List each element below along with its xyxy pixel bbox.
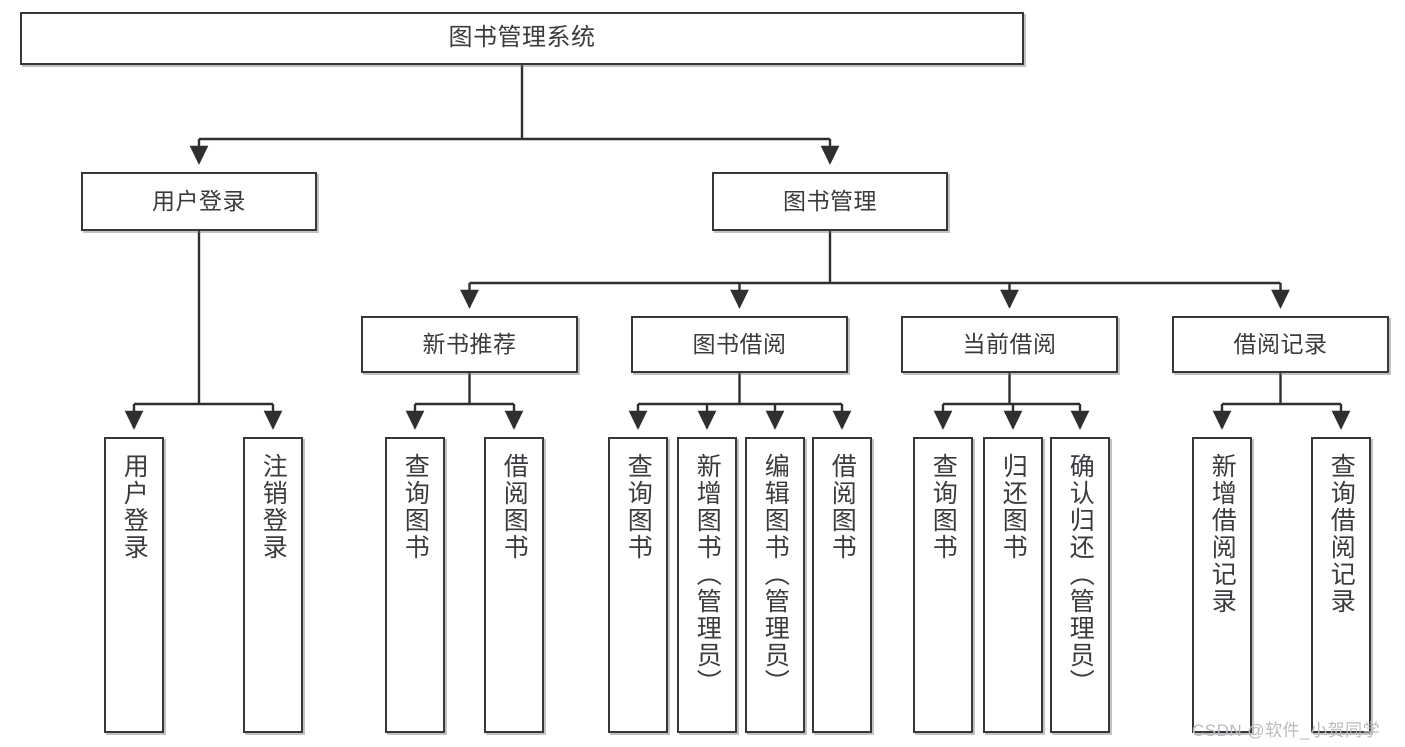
node-leaf-query-book-1[interactable]: 查询图书: [385, 437, 445, 733]
node-leaf-add-book[interactable]: 新增图书（管理员）: [677, 437, 737, 733]
node-label: 用户登录: [152, 187, 246, 214]
node-label: 注销登录: [259, 453, 288, 561]
node-user-login[interactable]: 用户登录: [81, 172, 317, 231]
node-label: 确认归还（管理员）: [1066, 453, 1095, 696]
node-leaf-borrow-book-2[interactable]: 借阅图书: [812, 437, 872, 733]
node-leaf-confirm-return[interactable]: 确认归还（管理员）: [1050, 437, 1110, 733]
node-new-book-rec[interactable]: 新书推荐: [361, 316, 578, 373]
node-leaf-query-book-2[interactable]: 查询图书: [608, 437, 668, 733]
node-leaf-return-book[interactable]: 归还图书: [983, 437, 1043, 733]
node-label: 图书管理: [783, 187, 877, 214]
csdn-watermark: CSDN @软件_小贺同学: [1192, 721, 1381, 740]
node-label: 编辑图书（管理员）: [761, 453, 790, 696]
node-leaf-add-record[interactable]: 新增借阅记录: [1192, 437, 1252, 733]
node-book-manage[interactable]: 图书管理: [712, 172, 948, 231]
node-label: 查询图书: [401, 453, 430, 561]
node-label: 当前借阅: [962, 330, 1057, 357]
node-label: 借阅图书: [828, 453, 857, 561]
node-current-borrow[interactable]: 当前借阅: [901, 316, 1118, 373]
node-leaf-logout[interactable]: 注销登录: [243, 437, 303, 733]
node-label: 图书借阅: [692, 330, 787, 357]
node-leaf-query-record[interactable]: 查询借阅记录: [1311, 437, 1371, 733]
node-label: 新增借阅记录: [1208, 453, 1237, 615]
node-leaf-query-book-3[interactable]: 查询图书: [913, 437, 973, 733]
node-label: 归还图书: [999, 453, 1028, 561]
node-leaf-edit-book[interactable]: 编辑图书（管理员）: [745, 437, 805, 733]
node-label: 查询图书: [929, 453, 958, 561]
node-label: 查询借阅记录: [1327, 453, 1356, 615]
node-label: 新书推荐: [422, 330, 517, 357]
node-label: 图书管理系统: [448, 24, 596, 52]
node-label: 借阅记录: [1233, 330, 1328, 357]
node-leaf-user-login[interactable]: 用户登录: [104, 437, 164, 733]
node-label: 查询图书: [624, 453, 653, 561]
node-label: 用户登录: [120, 453, 149, 561]
node-label: 借阅图书: [500, 453, 529, 561]
node-leaf-borrow-book-1[interactable]: 借阅图书: [484, 437, 544, 733]
node-borrow-record[interactable]: 借阅记录: [1172, 316, 1389, 373]
node-book-borrow[interactable]: 图书借阅: [631, 316, 848, 373]
node-root[interactable]: 图书管理系统: [20, 12, 1024, 65]
node-label: 新增图书（管理员）: [693, 453, 722, 696]
